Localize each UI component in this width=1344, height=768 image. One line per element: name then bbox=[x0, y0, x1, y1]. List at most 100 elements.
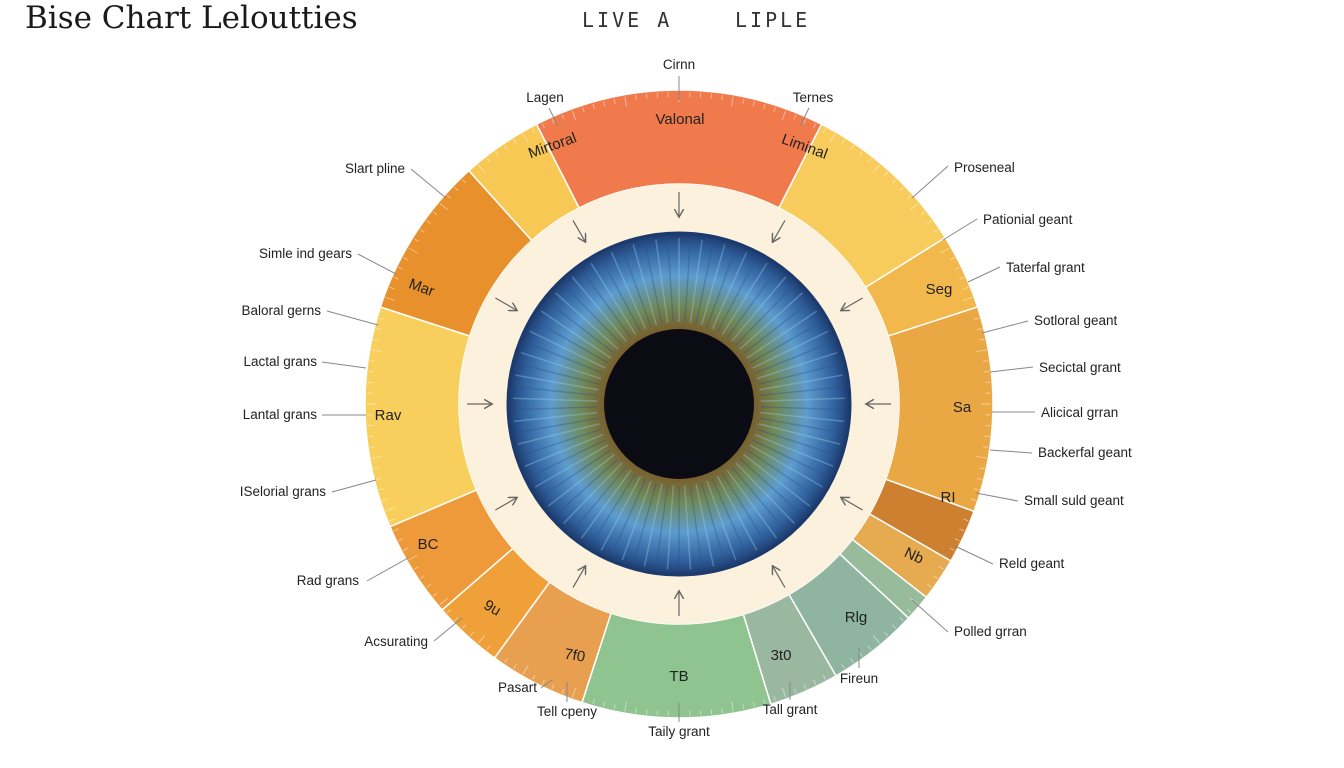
callout-label: Tell cpeny bbox=[537, 704, 597, 719]
tick-mark bbox=[382, 498, 388, 501]
iris-streak bbox=[621, 247, 652, 328]
tick-mark bbox=[721, 94, 723, 101]
callout-label: Secictal grant bbox=[1039, 360, 1121, 375]
iris-streak bbox=[726, 269, 778, 339]
callout-label: Taterfal grant bbox=[1006, 260, 1085, 275]
tick-mark bbox=[793, 114, 797, 120]
iris-streak bbox=[760, 385, 845, 397]
tick-mark bbox=[710, 93, 713, 99]
tick-mark bbox=[369, 360, 376, 362]
tick-mark bbox=[376, 477, 382, 480]
iris-streak bbox=[752, 439, 829, 478]
tick-mark bbox=[773, 107, 776, 113]
callout-label: Lagen bbox=[526, 90, 564, 105]
tick-mark bbox=[478, 164, 486, 173]
tick-mark bbox=[592, 698, 595, 705]
tick-mark bbox=[635, 707, 637, 714]
tick-mark bbox=[822, 674, 826, 680]
callout-label: Acsurating bbox=[364, 634, 428, 649]
iris-streak bbox=[759, 417, 843, 434]
tick-mark bbox=[486, 157, 491, 163]
tick-mark bbox=[841, 664, 845, 669]
iris-streak bbox=[716, 257, 758, 332]
iris-streak bbox=[695, 241, 715, 324]
iris-streak bbox=[655, 485, 669, 569]
iris-streak bbox=[529, 439, 606, 478]
iris-streak bbox=[726, 469, 778, 539]
tick-mark bbox=[635, 94, 637, 101]
iris-streak bbox=[524, 341, 604, 374]
segment-label: Rlg bbox=[845, 609, 868, 626]
iris-streak bbox=[721, 262, 768, 335]
iris-streak bbox=[758, 363, 841, 385]
iris-streak bbox=[590, 262, 637, 335]
tick-mark bbox=[976, 477, 982, 480]
page-title: Bise Chart Leloutties bbox=[25, 0, 358, 36]
iris-streak bbox=[555, 292, 619, 350]
tick-mark bbox=[461, 179, 467, 184]
callout-label: ISelorial grans bbox=[240, 484, 327, 499]
tick-mark bbox=[973, 317, 980, 320]
iris-streak bbox=[743, 301, 811, 355]
iris-streak bbox=[735, 284, 795, 346]
leader-line bbox=[989, 449, 1033, 454]
tick-mark bbox=[884, 631, 889, 637]
tick-mark bbox=[414, 238, 419, 242]
tick-mark bbox=[532, 128, 536, 134]
tick-mark bbox=[371, 349, 382, 353]
tick-mark bbox=[414, 566, 419, 570]
iris-streak bbox=[731, 466, 787, 532]
callout-label: Backerfal geant bbox=[1038, 445, 1132, 460]
iris-streak bbox=[520, 428, 602, 457]
iris-streak bbox=[513, 397, 598, 402]
tick-mark bbox=[432, 592, 438, 597]
callout-label: Tall grant bbox=[763, 702, 818, 717]
tick-mark bbox=[899, 186, 904, 192]
iris-streak bbox=[758, 423, 841, 445]
leader-line bbox=[548, 107, 559, 127]
segment-label: 3t0 bbox=[771, 647, 792, 664]
subtitle-left: LIVE A bbox=[582, 8, 673, 32]
iris-streak bbox=[600, 257, 642, 332]
tick-mark bbox=[393, 276, 399, 280]
tick-mark bbox=[829, 133, 836, 143]
iris-streak bbox=[540, 310, 612, 359]
tick-mark bbox=[970, 307, 976, 310]
tick-mark bbox=[973, 488, 980, 491]
iris-streak bbox=[695, 484, 715, 567]
tick-mark bbox=[813, 123, 817, 129]
tick-mark bbox=[940, 554, 950, 561]
tick-mark bbox=[822, 128, 826, 134]
tick-mark bbox=[927, 220, 932, 224]
tick-mark bbox=[376, 328, 382, 331]
tick-mark bbox=[872, 164, 880, 173]
tick-mark bbox=[793, 688, 797, 694]
tick-mark bbox=[984, 435, 990, 438]
iris-streak bbox=[590, 473, 637, 546]
tick-mark bbox=[867, 645, 872, 651]
tick-mark bbox=[730, 96, 734, 107]
tick-mark bbox=[859, 151, 863, 156]
iris-streak bbox=[711, 478, 748, 556]
inner-arrows bbox=[467, 192, 891, 616]
tick-mark bbox=[954, 266, 960, 270]
leader-line bbox=[410, 168, 447, 199]
tick-mark bbox=[872, 635, 880, 644]
inward-arrow bbox=[495, 498, 516, 511]
iris-streak bbox=[520, 351, 602, 380]
tick-mark bbox=[645, 93, 648, 99]
tick-mark bbox=[962, 296, 973, 302]
iris-streak bbox=[571, 466, 627, 532]
tick-mark bbox=[504, 658, 508, 663]
tick-mark bbox=[613, 704, 616, 710]
iris-streak bbox=[754, 434, 834, 467]
segment-label: Nb bbox=[902, 544, 927, 568]
tick-mark bbox=[389, 286, 395, 290]
iris-streak bbox=[655, 239, 669, 323]
callout-label: Slart pline bbox=[345, 161, 405, 176]
tick-mark bbox=[426, 220, 431, 224]
tick-mark bbox=[781, 110, 787, 121]
tick-mark bbox=[984, 370, 990, 373]
callout-label: Pasart bbox=[498, 680, 537, 695]
